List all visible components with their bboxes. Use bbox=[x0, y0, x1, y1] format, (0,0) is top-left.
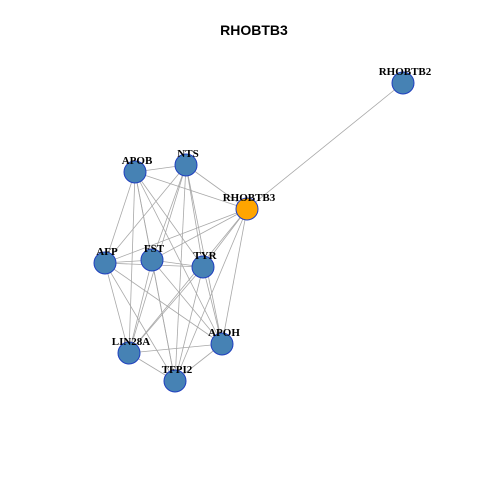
edge-fst-lin28a bbox=[128, 259, 153, 354]
node-label: RHOBTB2 bbox=[379, 66, 432, 78]
edge-tyr-lin28a bbox=[128, 266, 204, 354]
edge-apoh-lin28a bbox=[128, 343, 223, 354]
edge-apob-afp bbox=[104, 171, 136, 264]
node-circle bbox=[191, 255, 215, 279]
node-label: TFPI2 bbox=[162, 364, 193, 376]
node-circle bbox=[235, 197, 259, 221]
edge-fst-tfpi2 bbox=[151, 259, 176, 382]
node-afp: AFP bbox=[93, 246, 118, 275]
edge-tyr-apoh bbox=[202, 266, 223, 345]
edge-afp-apoh bbox=[104, 262, 223, 345]
node-rhobtb2: RHOBTB2 bbox=[379, 66, 432, 95]
diagram-title: RHOBTB3 bbox=[220, 22, 288, 38]
edge-apob-tyr bbox=[134, 171, 204, 268]
edge-rhobtb3-nts bbox=[185, 164, 248, 210]
node-tyr: TYR bbox=[191, 250, 218, 279]
node-label: NTS bbox=[177, 148, 198, 160]
edge-afp-lin28a bbox=[104, 262, 130, 354]
node-apoh: APOH bbox=[208, 327, 240, 356]
node-rhobtb3: RHOBTB3 bbox=[223, 192, 276, 221]
edge-fst-apoh bbox=[151, 259, 223, 345]
edge-rhobtb3-lin28a bbox=[128, 208, 248, 354]
edge-nts-apoh bbox=[185, 164, 223, 345]
edge-rhobtb3-apoh bbox=[221, 208, 248, 345]
edge-nts-tyr bbox=[185, 164, 204, 268]
node-nts: NTS bbox=[174, 148, 199, 177]
edge-afp-tfpi2 bbox=[104, 262, 176, 382]
edge-apob-apoh bbox=[134, 171, 223, 345]
node-circle bbox=[210, 332, 234, 356]
edge-apob-lin28a bbox=[128, 171, 136, 354]
node-label: APOH bbox=[208, 327, 240, 339]
node-label: TYR bbox=[193, 250, 217, 262]
node-circle bbox=[163, 369, 187, 393]
edge-rhobtb3-afp bbox=[104, 208, 248, 264]
node-tfpi2: TFPI2 bbox=[162, 364, 193, 393]
node-circle bbox=[140, 248, 164, 272]
node-label: LIN28A bbox=[112, 336, 151, 348]
node-circle bbox=[174, 153, 198, 177]
edge-rhobtb3-fst bbox=[151, 208, 248, 261]
node-label: AFP bbox=[96, 246, 118, 258]
node-circle bbox=[391, 71, 415, 95]
node-circle bbox=[123, 160, 147, 184]
edge-rhobtb3-tyr bbox=[202, 208, 248, 268]
edge-nts-fst bbox=[151, 164, 187, 261]
node-circle bbox=[93, 251, 117, 275]
edge-nts-afp bbox=[104, 164, 187, 264]
edge-rhobtb3-tfpi2 bbox=[174, 208, 248, 382]
node-apob: APOB bbox=[122, 155, 153, 184]
node-label: FST bbox=[144, 243, 165, 255]
edge-nts-tfpi2 bbox=[174, 164, 187, 382]
edge-rhobtb3-rhobtb2 bbox=[246, 82, 404, 210]
node-label: APOB bbox=[122, 155, 153, 167]
node-lin28a: LIN28A bbox=[112, 336, 151, 365]
node-circle bbox=[117, 341, 141, 365]
edge-tyr-tfpi2 bbox=[174, 266, 204, 382]
node-fst: FST bbox=[140, 243, 165, 272]
node-label: RHOBTB3 bbox=[223, 192, 276, 204]
